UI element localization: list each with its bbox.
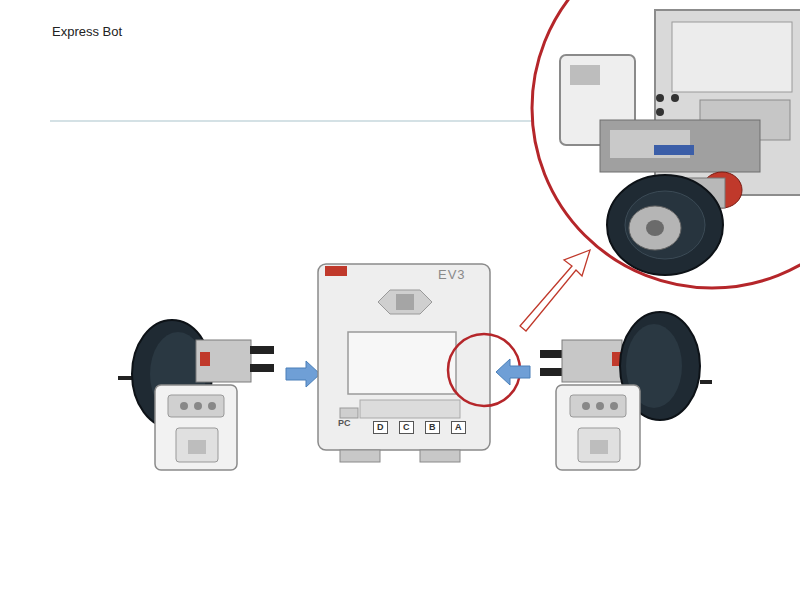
port-label: C	[403, 422, 410, 432]
ev3-brick	[318, 264, 490, 462]
label-wrap: EV3	[438, 267, 466, 282]
port-label: A	[455, 422, 462, 432]
callout-arrow	[520, 250, 590, 331]
title: Express Bot	[52, 24, 122, 39]
left-motor	[118, 320, 274, 470]
rule-line	[50, 120, 532, 121]
right-motor	[540, 312, 712, 470]
label-wrap: A	[451, 421, 466, 434]
label-wrap: B	[425, 421, 440, 434]
port-label: B	[429, 422, 436, 432]
zoom-detail	[520, 0, 800, 300]
label-wrap: D	[373, 421, 388, 434]
assembly-arrow	[286, 361, 320, 387]
label-wrap: C	[399, 421, 414, 434]
port-label: PC	[338, 418, 351, 428]
title-wrap: Express Bot	[52, 24, 122, 39]
brick-logo: EV3	[438, 267, 466, 282]
assembly-arrow	[496, 359, 530, 385]
zoom-circle	[532, 0, 800, 288]
label-wrap: PC	[338, 418, 351, 428]
port-label: D	[377, 422, 384, 432]
